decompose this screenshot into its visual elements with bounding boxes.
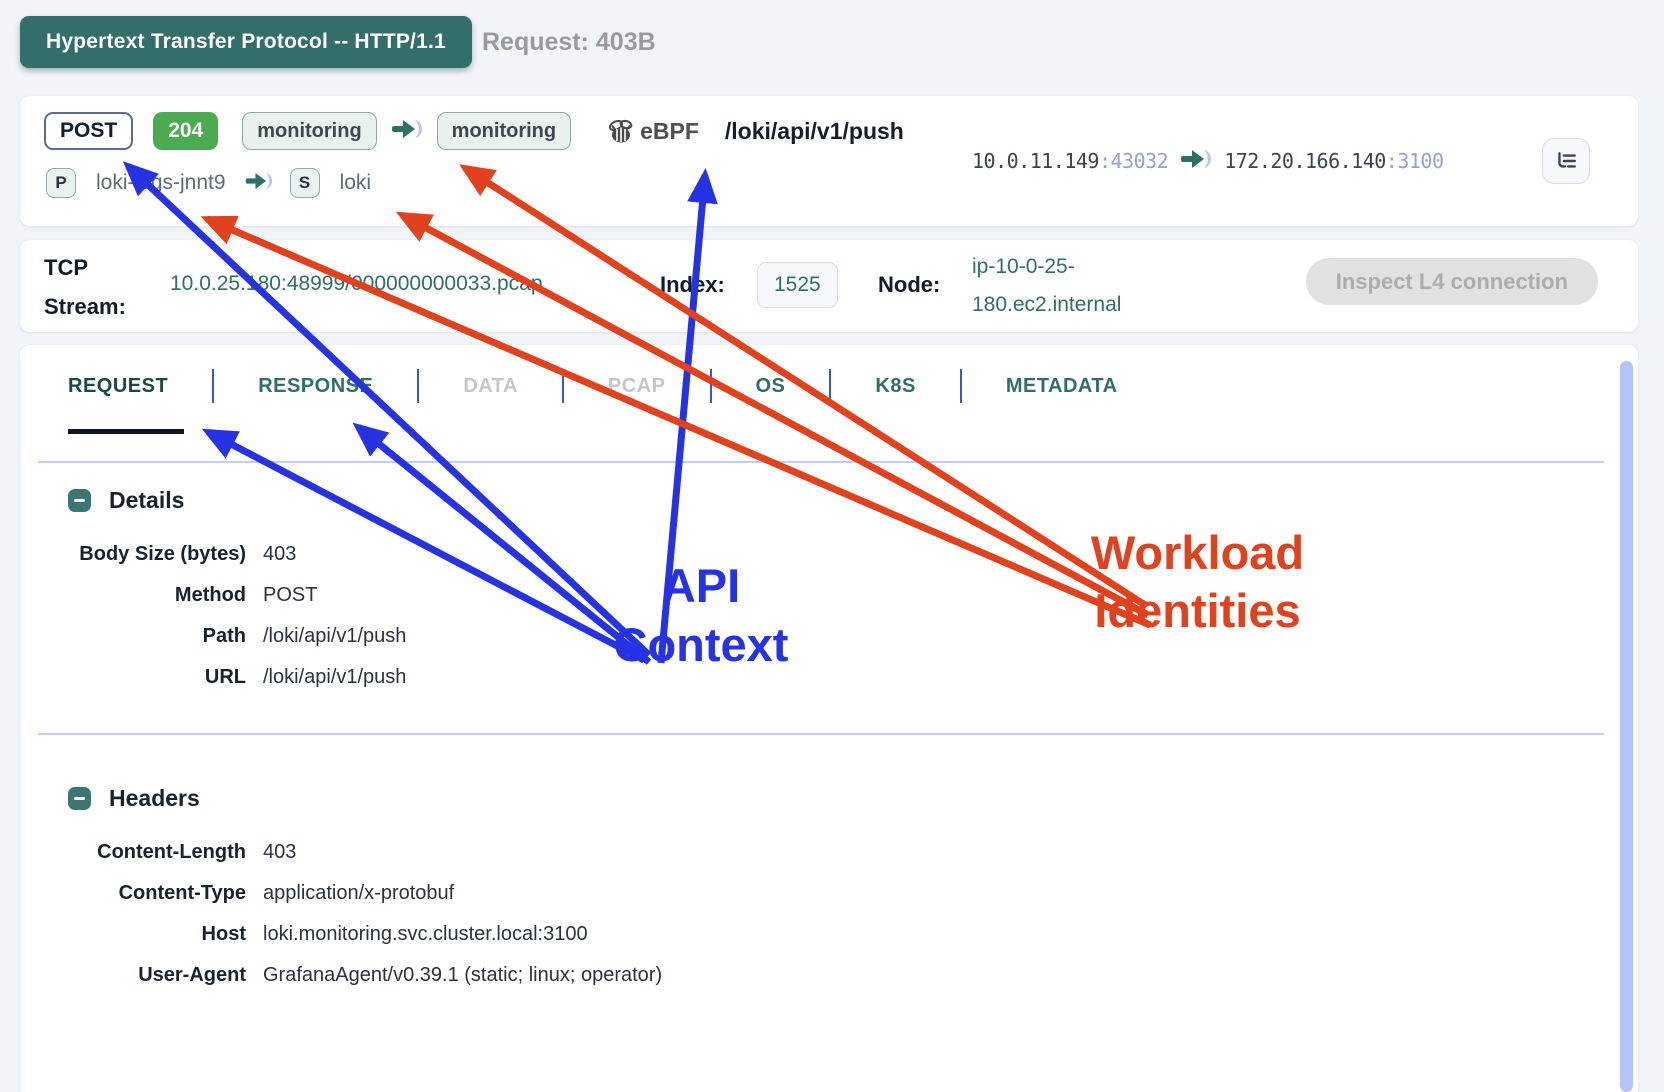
tab-response[interactable]: RESPONSE [258,374,374,397]
entry-summary-row: POST 204 monitoring monitoring [44,112,904,150]
active-tab-underline [68,429,184,434]
details-section: Details Body Size (bytes) 403 Method POS… [68,487,406,706]
detail-row: URL /loki/api/v1/push [68,665,407,690]
tab-k8s[interactable]: K8S [875,374,916,397]
header-row: Content-Type application/x-protobuf [68,881,662,906]
detail-row-value: /loki/api/v1/push [263,666,407,688]
header-row-label: Content-Length [97,841,246,863]
service-name[interactable]: loki [339,171,372,194]
detail-row-value: POST [263,584,318,606]
inspect-l4-button[interactable]: Inspect L4 connection [1305,258,1598,305]
detail-row: Path /loki/api/v1/push [68,624,407,649]
headers-section-title: Headers [109,785,200,811]
tcp-stream-label: TCP Stream: [44,255,126,319]
header-row-value: loki.monitoring.svc.cluster.local:3100 [263,923,588,945]
detail-row-label: URL [204,666,246,688]
protocol-badge[interactable]: Hypertext Transfer Protocol -- HTTP/1.1 [20,16,472,68]
detail-row-label: Body Size (bytes) [79,543,246,565]
ebpf-label: eBPF [640,117,699,144]
status-code-badge[interactable]: 204 [153,112,219,150]
detail-row: Method POST [68,583,406,608]
tab-data: DATA [463,374,518,397]
node-label: Node: [878,272,941,297]
tab-pcap: PCAP [607,374,666,397]
connection-endpoints: 10.0.11.149:43032 172.20.166.140:3100 [972,96,1444,226]
header-row: User-Agent GrafanaAgent/v0.39.1 (static;… [68,963,662,988]
request-size-label: Request: 403B [482,28,656,56]
tab-request[interactable]: REQUEST [68,374,169,397]
tab-bar: REQUEST RESPONSE DATA PCAP OS K8S METADA… [68,369,1162,403]
destination-port: :3100 [1385,149,1444,173]
section-divider [38,733,1604,735]
service-initial-badge[interactable]: S [289,168,320,198]
collapse-headers-button[interactable] [68,787,91,810]
node-link[interactable]: ip-10-0-25-180.ec2.internal [972,255,1122,316]
direction-arrow-icon [1179,148,1213,175]
detail-row-label: Method [174,584,246,606]
ebpf-logo: eBPF [605,118,699,145]
detail-row: Body Size (bytes) 403 [68,542,406,567]
header-row: Host loki.monitoring.svc.cluster.local:3… [68,922,662,947]
pcap-stream-link[interactable]: 10.0.25.180:48999/000000000033.pcap [170,272,543,295]
workload-row: P loki-logs-jnnt9 S loki [46,166,371,200]
tree-view-button[interactable] [1542,138,1590,184]
details-section-title: Details [109,487,185,513]
header-row-label: Content-Type [118,882,246,904]
tab-os[interactable]: OS [755,374,786,397]
destination-namespace-badge[interactable]: monitoring [436,112,572,150]
header-row-value: GrafanaAgent/v0.39.1 (static; linux; ope… [263,964,663,986]
source-port: :43032 [1098,149,1169,173]
header-row-value: application/x-protobuf [263,882,455,904]
detail-row-value: 403 [263,543,297,565]
direction-arrow-icon [390,118,424,145]
entry-summary-card: POST 204 monitoring monitoring [20,96,1638,226]
tcp-stream-card: TCP Stream: 10.0.25.180:48999/0000000000… [20,240,1638,332]
header-row-value: 403 [263,841,297,863]
destination-ip: 172.20.166.140 [1224,149,1386,173]
headers-section: Headers Content-Length 403 Content-Type … [68,785,662,1004]
method-badge[interactable]: POST [44,112,134,150]
direction-arrow-icon [244,171,274,196]
minus-icon [74,797,85,800]
source-namespace-badge[interactable]: monitoring [242,112,377,150]
index-label: Index: [660,272,725,297]
request-path: /loki/api/v1/push [724,117,904,144]
tab-metadata[interactable]: METADATA [1005,374,1118,397]
header-row-label: Host [201,923,246,945]
section-divider [38,461,1604,463]
ebpf-bee-icon [608,119,633,142]
vertical-scrollbar[interactable] [1620,361,1633,1092]
detail-row-label: Path [202,625,246,647]
index-value-badge: 1525 [757,262,838,308]
collapse-details-button[interactable] [68,489,91,512]
entry-detail-card: REQUEST RESPONSE DATA PCAP OS K8S METADA… [20,345,1638,1092]
detail-row-value: /loki/api/v1/push [263,625,407,647]
header-row-label: User-Agent [138,964,246,986]
pod-initial-badge[interactable]: P [46,168,76,198]
header-row: Content-Length 403 [68,840,662,865]
pod-name[interactable]: loki-logs-jnnt9 [96,171,226,194]
tree-icon [1558,152,1576,168]
minus-icon [74,499,85,502]
source-ip: 10.0.11.149 [972,149,1099,173]
